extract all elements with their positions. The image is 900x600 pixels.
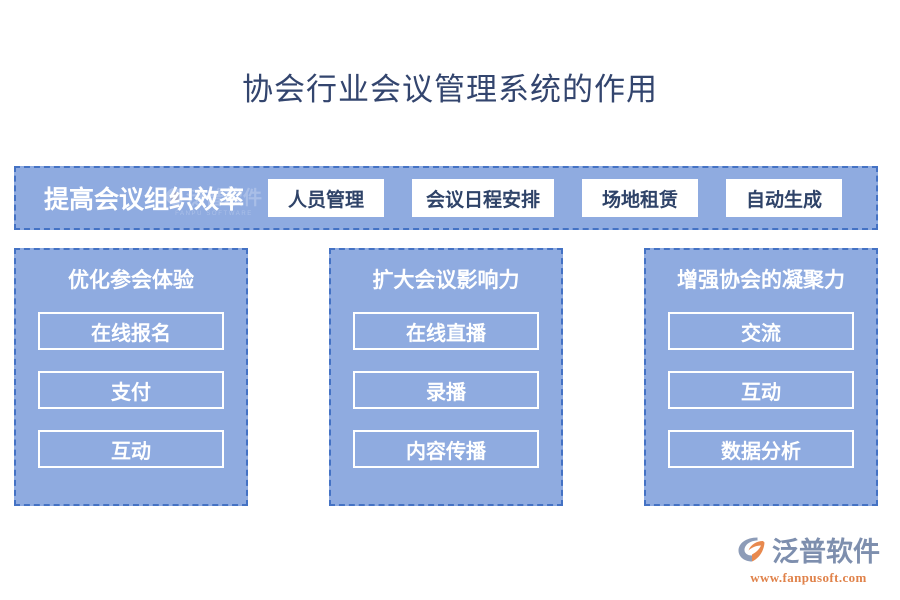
banner-title: 提高会议组织效率 [43, 187, 244, 214]
card-item-interaction[interactable]: 互动 [38, 430, 224, 468]
card-optimize-experience: 优化参会体验 在线报名 支付 互动 [14, 248, 248, 506]
card-columns: 优化参会体验 在线报名 支付 互动 扩大会议影响力 在线直播 录播 内容传播 增… [14, 248, 878, 506]
page-title: 协会行业会议管理系统的作用 [242, 72, 658, 107]
card-item-data-analysis[interactable]: 数据分析 [668, 430, 854, 468]
banner-item-list: 人员管理 会议日程安排 场地租赁 自动生成 [268, 179, 843, 217]
brand-logo: 泛普软件 www.fanpusoft.com [737, 530, 880, 586]
logo-name: 泛普软件 [772, 537, 880, 567]
card-item-live-streaming[interactable]: 在线直播 [353, 312, 539, 350]
card-strengthen-cohesion: 增强协会的凝聚力 交流 互动 数据分析 [644, 248, 878, 506]
card-title: 扩大会议影响力 [372, 268, 520, 292]
card-item-content-distribution[interactable]: 内容传播 [353, 430, 539, 468]
banner-chip-auto-generate[interactable]: 自动生成 [726, 179, 843, 217]
fanpu-swoosh-logo-icon [737, 536, 767, 563]
banner-chip-personnel[interactable]: 人员管理 [268, 179, 384, 217]
card-item-communication[interactable]: 交流 [668, 312, 854, 350]
banner-chip-schedule[interactable]: 会议日程安排 [412, 179, 555, 217]
card-item-online-registration[interactable]: 在线报名 [38, 312, 224, 350]
card-title: 增强协会的凝聚力 [677, 268, 845, 292]
card-item-payment[interactable]: 支付 [38, 371, 224, 409]
card-item-interaction[interactable]: 互动 [668, 371, 854, 409]
logo-url: www.fanpusoft.com [750, 570, 867, 585]
card-item-recorded-broadcast[interactable]: 录播 [353, 371, 539, 409]
top-banner: 泛普软件 FANPU SOFTWARE 提高会议组织效率 人员管理 会议日程安排… [14, 166, 878, 230]
card-title: 优化参会体验 [68, 268, 194, 292]
card-expand-influence: 扩大会议影响力 在线直播 录播 内容传播 [329, 248, 563, 506]
banner-chip-venue[interactable]: 场地租赁 [582, 179, 699, 217]
